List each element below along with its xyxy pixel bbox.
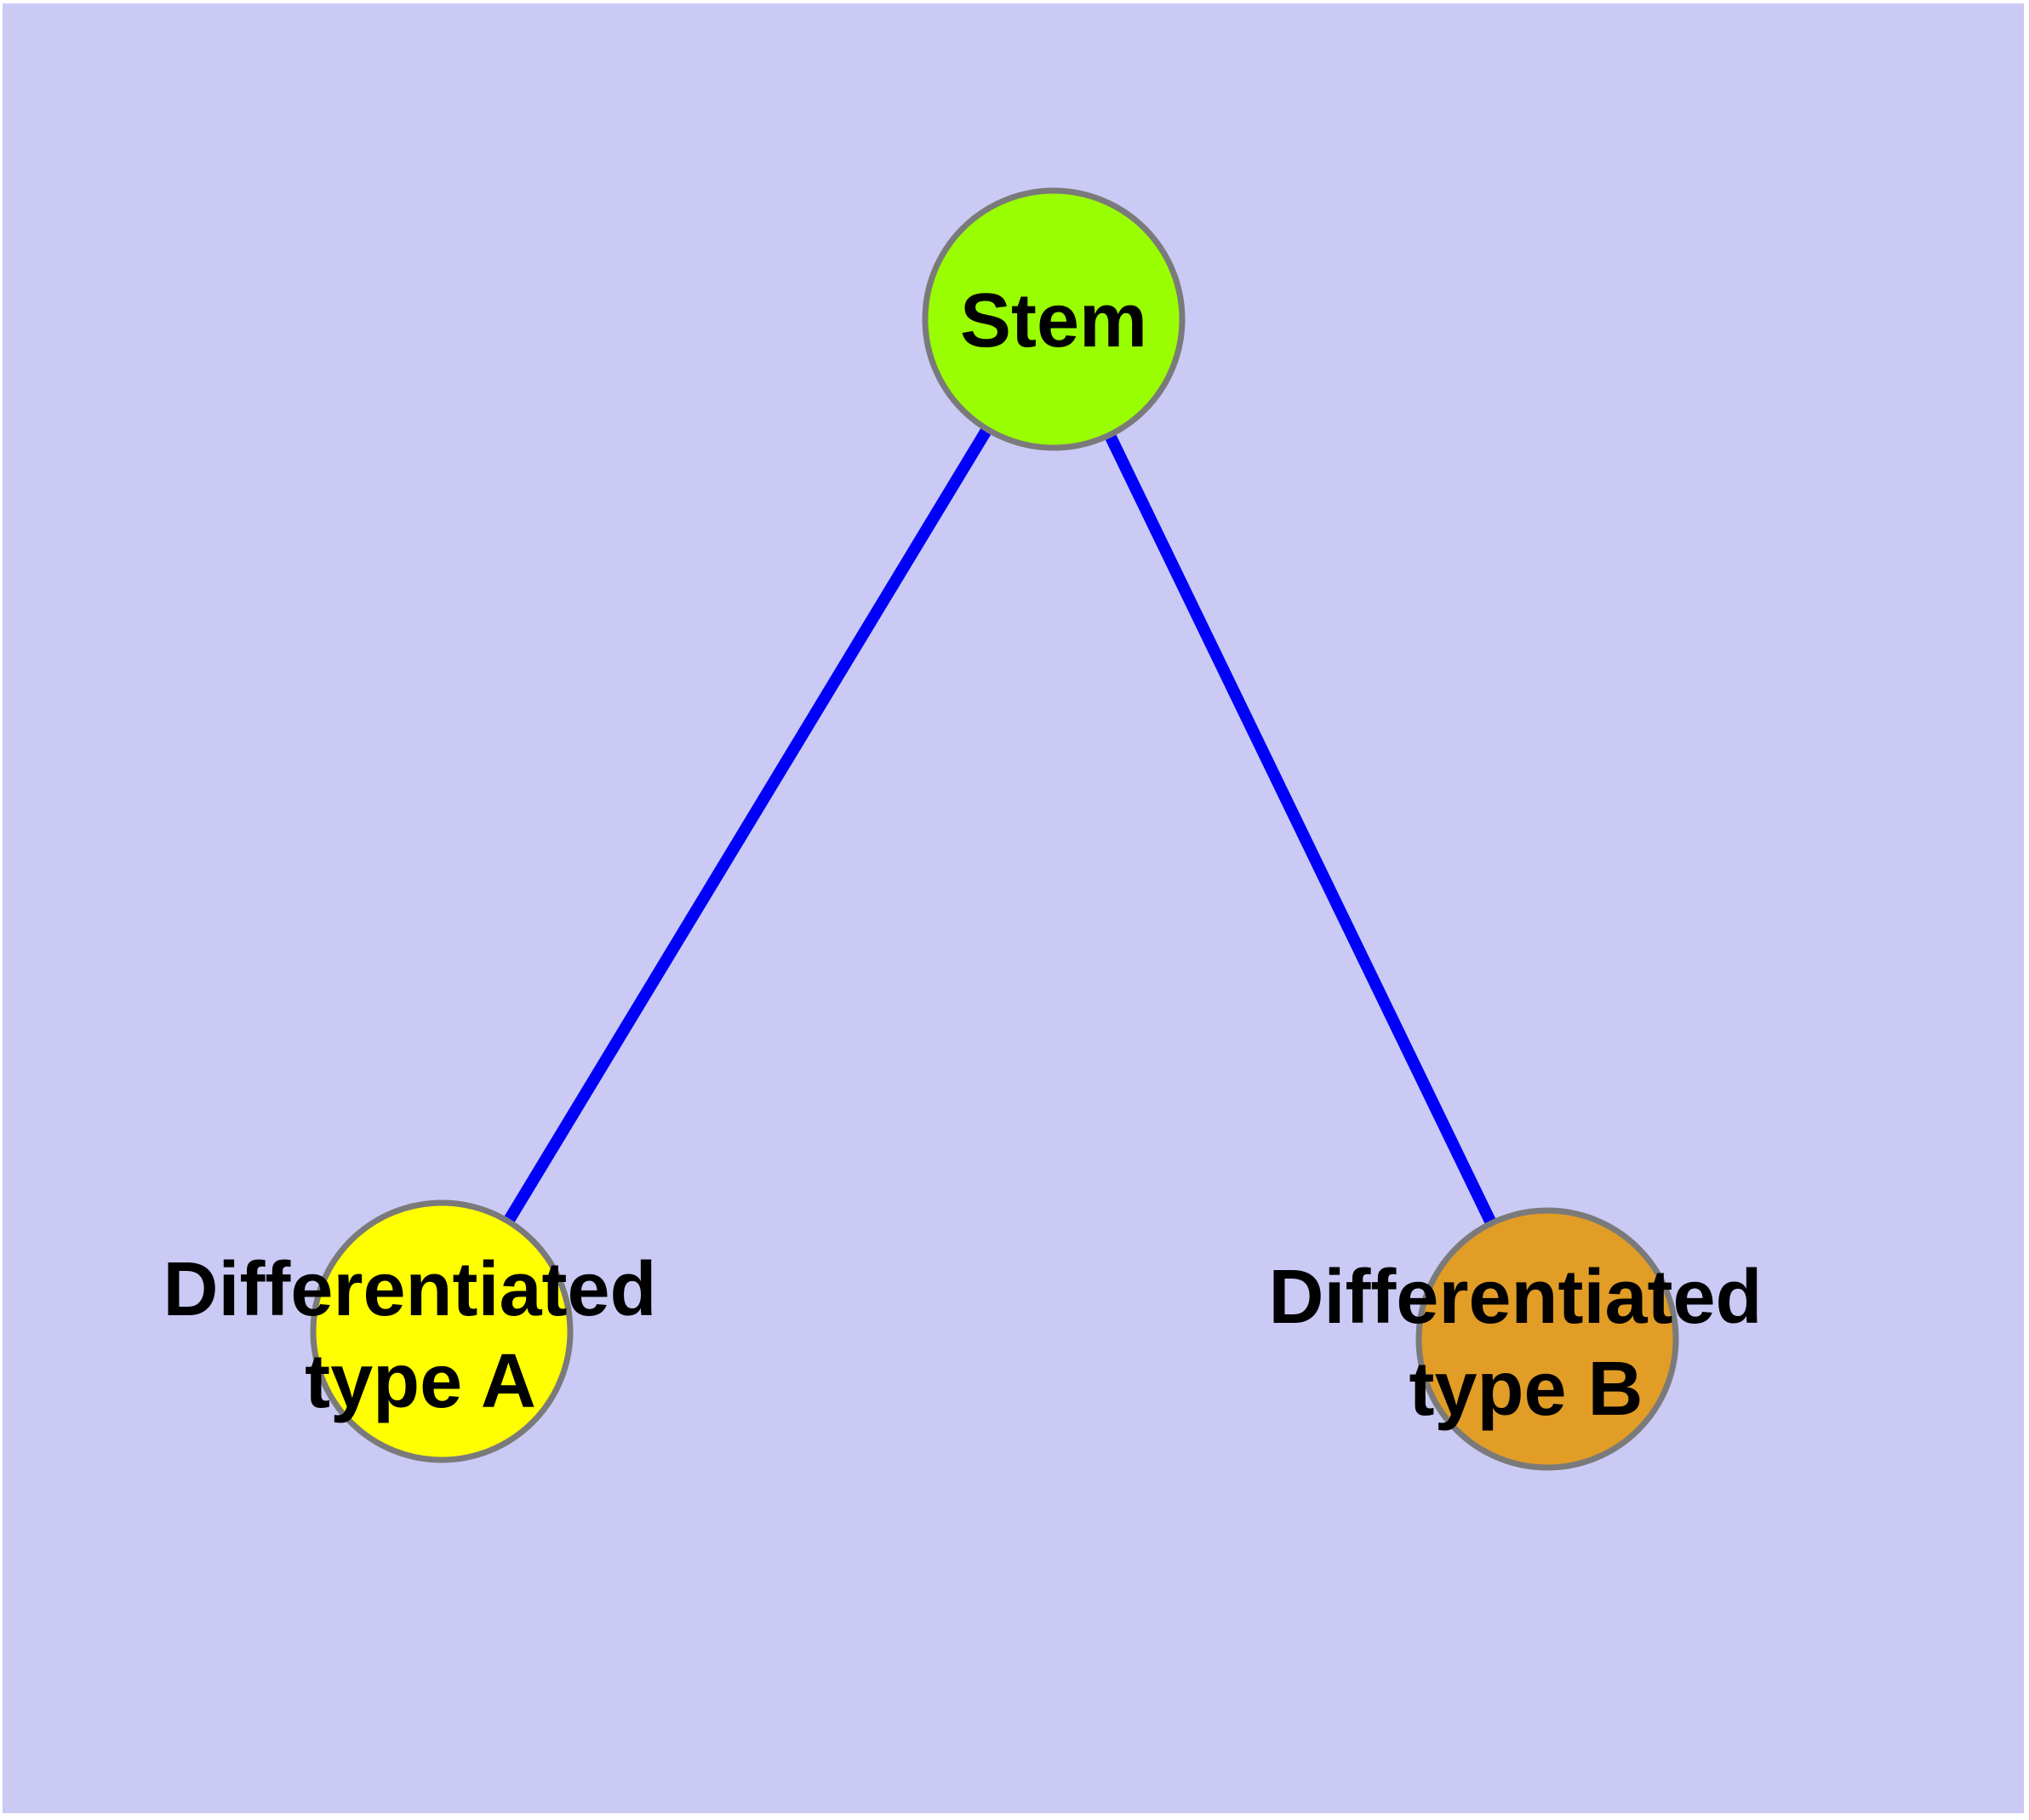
edge-stem-to-type-a [437, 316, 1059, 1335]
node-stem-circle [922, 187, 1186, 451]
node-stem-label: Stem [960, 278, 1147, 363]
node-type-b-label-line-1: Differentiated [1268, 1255, 1762, 1340]
node-type-a-label-line-1: Differentiated [163, 1247, 656, 1332]
node-stem-label-line-1: Stem [960, 278, 1147, 363]
node-type-b-label-line-2: type B [1409, 1347, 1643, 1432]
node-type-b-label: Differentiated type B [1268, 1255, 1783, 1432]
edge-stem-to-type-b [1048, 316, 1553, 1342]
node-type-a-label: Differentiated type A [163, 1247, 677, 1424]
node-type-a-label-line-2: type A [305, 1339, 536, 1424]
node-type-b-circle [1415, 1207, 1679, 1471]
node-type-a-circle [310, 1199, 574, 1463]
